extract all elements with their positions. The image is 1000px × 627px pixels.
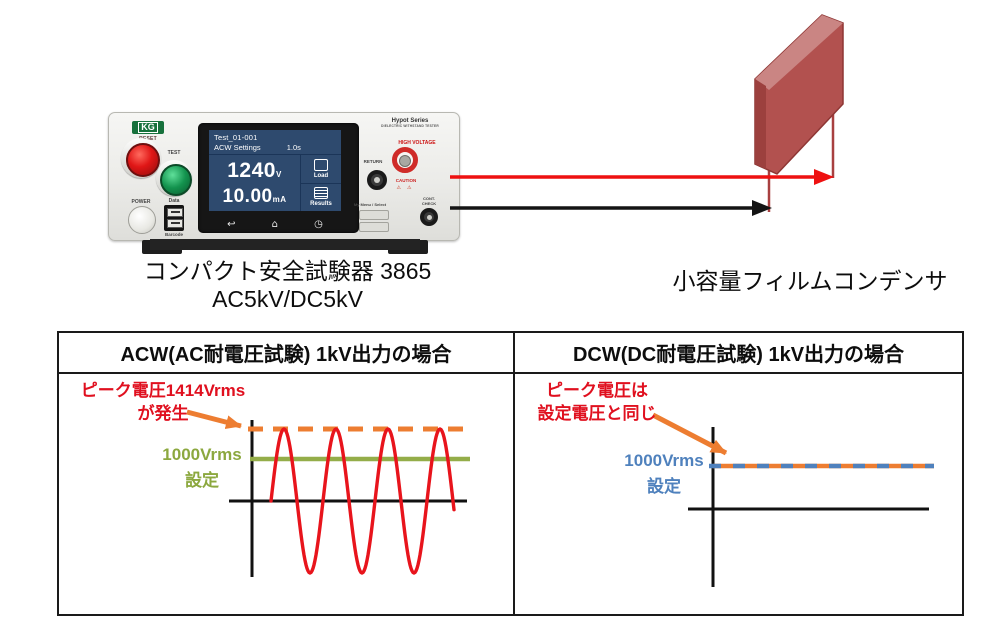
brand-logo: KG: [132, 121, 164, 134]
my-menu-label: My Menu / Select: [353, 202, 387, 207]
capacitor-side-face: [755, 79, 766, 169]
usb-ports: [164, 205, 184, 231]
softkey-load[interactable]: Load: [301, 155, 341, 184]
test-label: TEST: [167, 150, 181, 156]
caution-label: CAUTION: [395, 178, 417, 183]
cont-check-label: CONT. CHECK: [421, 196, 437, 206]
screen-test-name: Test_01-001: [214, 133, 258, 142]
power-button: [128, 206, 156, 234]
screen-nav: ↩ ⌂ ◷: [209, 220, 341, 230]
screen-softkeys: Load Results: [300, 155, 341, 211]
film-capacitor: [754, 14, 844, 175]
header-dcw: DCW(DC耐電圧試験) 1kV出力の場合: [572, 344, 905, 366]
capacitor-caption: 小容量フィルムコンデンサ: [672, 268, 948, 294]
return-label: RETURN: [363, 159, 383, 164]
screen: Test_01-001 ACW Settings 1.0s 1240V 10.0…: [209, 130, 341, 211]
my-menu-button-1: [359, 210, 389, 220]
power-label: POWER: [131, 199, 151, 205]
return-terminal: [367, 170, 387, 190]
back-icon[interactable]: ↩: [227, 219, 236, 230]
acw-sine-wave: [269, 427, 456, 575]
timer-icon[interactable]: ◷: [314, 219, 323, 230]
softkey-results[interactable]: Results: [301, 184, 341, 212]
screen-values: 1240V 10.00mA: [209, 155, 300, 211]
dcw-set-voltage-label: 1000Vrms 設定: [624, 451, 704, 496]
my-menu-button-2: [359, 222, 389, 232]
device-caption-name: コンパクト安全試験器 3865: [143, 258, 432, 284]
device-caption: コンパクト安全試験器 3865 AC5kV/DC5kV: [85, 258, 490, 313]
screen-mode-row: ACW Settings 1.0s: [209, 142, 341, 155]
safety-tester-device: KG RESET TEST POWER Data Barcode Test_01…: [108, 112, 460, 241]
acw-set-voltage-label: 1000Vrms 設定: [162, 445, 242, 490]
return-wire: [450, 200, 772, 216]
acw-annotation-arrow: [186, 409, 242, 430]
cont-check-terminal: [420, 208, 438, 226]
red-arrowhead: [814, 169, 834, 185]
wiring-diagram: [450, 14, 844, 216]
screen-current: 10.00mA: [222, 185, 287, 207]
home-icon[interactable]: ⌂: [271, 219, 278, 230]
usb-slot-2: [167, 219, 183, 228]
warning-icons: ⚠⚠: [396, 185, 418, 191]
results-icon: [314, 187, 328, 200]
screen-voltage: 1240V: [227, 159, 282, 183]
dcw-waveform-cell: ピーク電圧は 設定電圧と同じ 1000Vrms 設定: [515, 374, 962, 614]
comparison-table: ACW(AC耐電圧試験) 1kV出力の場合 DCW(DC耐電圧試験) 1kV出力…: [57, 331, 964, 616]
load-icon: [314, 158, 328, 171]
dcw-chart: [651, 412, 934, 587]
usb-slot-1: [167, 208, 183, 217]
screen-mode: ACW Settings: [214, 143, 261, 152]
device-caption-rating: AC5kV/DC5kV: [212, 285, 363, 312]
header-acw: ACW(AC耐電圧試験) 1kV出力の場合: [59, 333, 515, 372]
acw-chart: [186, 409, 470, 577]
barcode-label: Barcode: [164, 232, 183, 237]
table-body-row: ピーク電圧1414Vrms が発生 1000Vrms 設定: [59, 374, 962, 614]
dcw-annotation: ピーク電圧は 設定電圧と同じ: [537, 381, 657, 423]
acw-annotation: ピーク電圧1414Vrms が発生: [80, 381, 246, 423]
test-button: [160, 164, 192, 196]
high-voltage-wire: [450, 169, 834, 185]
capacitor-top-bevel: [755, 15, 843, 90]
series-label: Hypot Series DIELECTRIC WITHSTAND TESTER: [381, 118, 439, 129]
black-arrowhead: [752, 200, 772, 216]
high-voltage-label: HIGH VOLTAGE: [398, 140, 436, 146]
device-base: [150, 239, 420, 250]
high-voltage-terminal: [392, 147, 418, 173]
data-port-label: Data: [168, 198, 180, 204]
dcw-annotation-arrow: [651, 412, 728, 456]
table-header-row: ACW(AC耐電圧試験) 1kV出力の場合 DCW(DC耐電圧試験) 1kV出力…: [59, 333, 962, 374]
screen-bezel: Test_01-001 ACW Settings 1.0s 1240V 10.0…: [198, 123, 359, 233]
reset-button: [126, 143, 160, 177]
acw-waveform-cell: ピーク電圧1414Vrms が発生 1000Vrms 設定: [59, 374, 515, 614]
screen-dwell-time: 1.0s: [286, 143, 301, 152]
